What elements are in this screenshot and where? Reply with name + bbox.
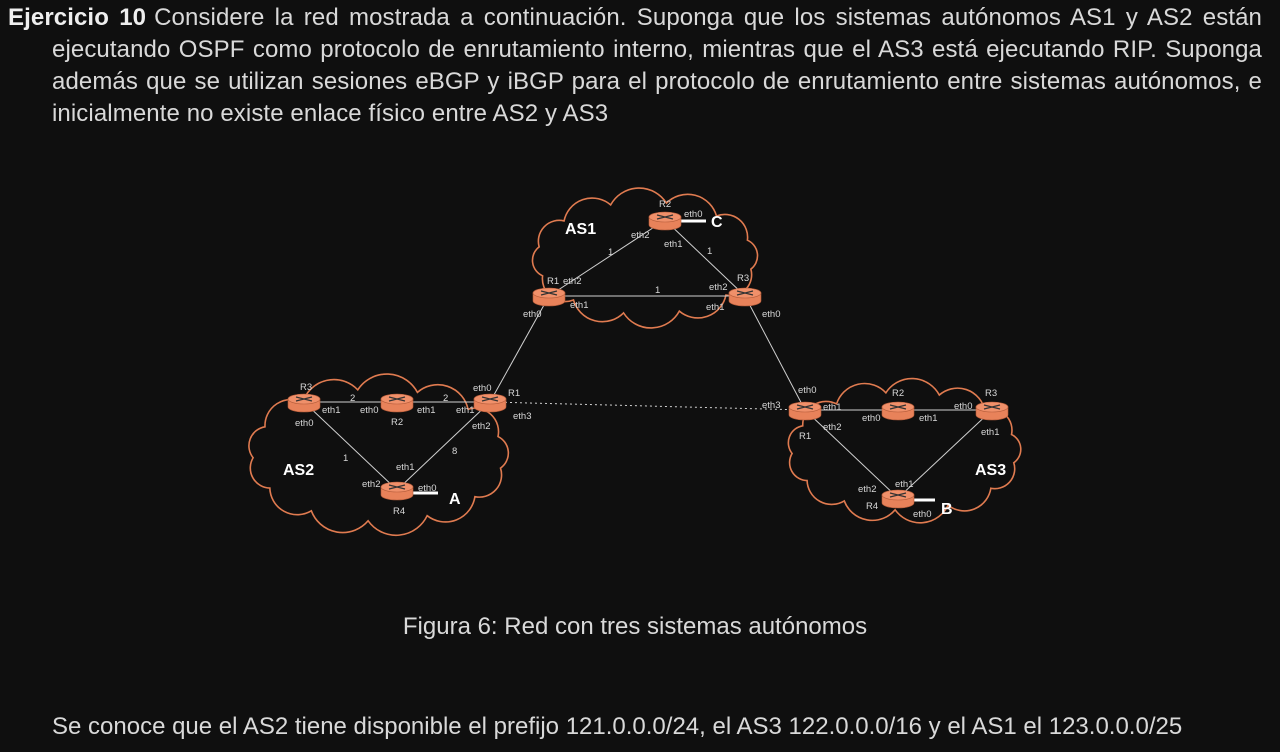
diagram-label-bold: B — [941, 501, 953, 518]
router-arrows-icon — [889, 492, 907, 498]
diagram-label: eth1 — [895, 479, 914, 490]
diagram-label: eth3 — [762, 400, 781, 411]
prefix-statement: Se conoce que el AS2 tiene disponible el… — [52, 713, 1183, 740]
diagram-label: eth1 — [417, 405, 436, 416]
diagram-label: 8 — [452, 446, 457, 457]
diagram-label: eth1 — [706, 302, 725, 313]
diagram-label-bold: AS1 — [565, 221, 596, 238]
diagram-label-bold: AS2 — [283, 462, 314, 479]
cloud-as3 — [787, 377, 1022, 524]
diagram-label: eth3 — [513, 411, 532, 422]
router-arrows-icon — [481, 396, 499, 402]
diagram-label: eth2 — [563, 276, 582, 287]
router-arrows-icon — [796, 404, 814, 410]
diagram-label: R3 — [985, 388, 997, 399]
router-arrows-icon — [736, 290, 754, 296]
diagram-label-bold: A — [449, 491, 461, 508]
diagram-label: 1 — [655, 285, 660, 296]
diagram-label: eth0 — [862, 413, 881, 424]
diagram-label: R1 — [799, 431, 811, 442]
diagram-label: eth2 — [858, 484, 877, 495]
router-arrows-icon — [889, 404, 907, 410]
exercise-text: Considere la red mostrada a continuación… — [52, 4, 1262, 127]
link-as2-r1-r4 — [396, 401, 491, 491]
diagram-label: eth0 — [418, 483, 437, 494]
diagram-label: 2 — [443, 393, 448, 404]
router-arrows-icon — [388, 484, 406, 490]
router-arrows-icon — [388, 396, 406, 402]
link-as1-as3 — [744, 295, 806, 411]
diagram-label: R2 — [892, 388, 904, 399]
diagram-label: eth1 — [919, 413, 938, 424]
router-arrows-icon — [656, 214, 674, 220]
diagram-label: eth2 — [709, 282, 728, 293]
diagram-label: eth1 — [456, 405, 475, 416]
diagram-label: R3 — [737, 273, 749, 284]
link-as3-r1-r4 — [804, 409, 899, 499]
diagram-label: R2 — [391, 417, 403, 428]
diagram-label: eth1 — [396, 462, 415, 473]
figure-caption: Figura 6: Red con tres sistemas autónomo… — [402, 613, 868, 640]
router-arrows-icon — [295, 396, 313, 402]
diagram-label: R1 — [547, 276, 559, 287]
diagram-label: eth0 — [523, 309, 542, 320]
link-as2-as3-planned — [489, 401, 806, 411]
diagram-label: R2 — [659, 199, 671, 210]
diagram-label-bold: C — [711, 214, 723, 231]
diagram-label: eth0 — [798, 385, 817, 396]
diagram-label: eth1 — [570, 300, 589, 311]
diagram-label: eth2 — [472, 421, 491, 432]
diagram-label: eth2 — [631, 230, 650, 241]
diagram-label: eth1 — [664, 239, 683, 250]
diagram-label: R3 — [300, 382, 312, 393]
diagram-label: R1 — [508, 388, 520, 399]
diagram-label: eth0 — [684, 209, 703, 220]
diagram-label: eth0 — [295, 418, 314, 429]
diagram-label: 2 — [350, 393, 355, 404]
cloud-as1 — [531, 187, 759, 329]
router-arrows-icon — [540, 290, 558, 296]
diagram-label: eth0 — [762, 309, 781, 320]
link-as1-as2 — [489, 295, 550, 403]
link-as1-r2-r3 — [664, 219, 746, 297]
diagram-label: eth1 — [981, 427, 1000, 438]
diagram-label: eth0 — [913, 509, 932, 520]
diagram-label: 1 — [608, 247, 613, 258]
diagram-label: R4 — [393, 506, 405, 517]
diagram-label: eth2 — [362, 479, 381, 490]
diagram-label-bold: AS3 — [975, 462, 1006, 479]
exercise-title: Ejercicio 10 — [8, 4, 147, 31]
link-as2-r3-r4 — [303, 401, 398, 491]
diagram-label: eth1 — [322, 405, 341, 416]
diagram-label: eth1 — [823, 402, 842, 413]
diagram-label: 1 — [707, 246, 712, 257]
diagram-label: eth0 — [954, 401, 973, 412]
diagram-label: eth2 — [823, 422, 842, 433]
diagram-label: eth0 — [360, 405, 379, 416]
cloud-as2 — [248, 373, 510, 537]
diagram-label: 1 — [343, 453, 348, 464]
link-as1-r1-r2 — [548, 219, 666, 297]
diagram-label: R4 — [866, 501, 878, 512]
link-as3-r3-r4 — [897, 409, 993, 499]
router-arrows-icon — [983, 404, 1001, 410]
diagram-label: eth0 — [473, 383, 492, 394]
